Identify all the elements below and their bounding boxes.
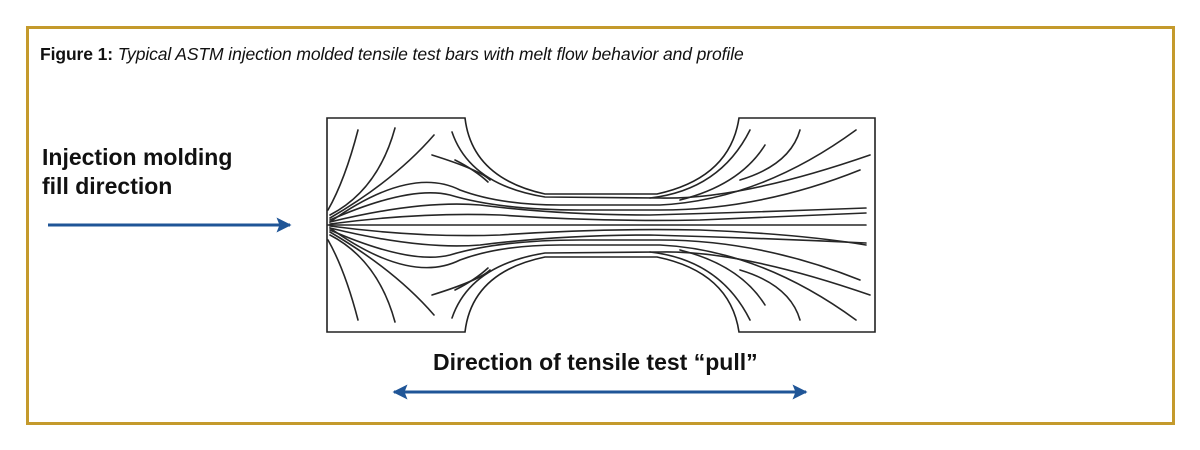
flow-line <box>327 129 359 211</box>
flow-line <box>679 249 766 306</box>
flow-line <box>329 229 861 281</box>
fill-direction-line1: Injection molding <box>42 144 233 170</box>
pull-direction-label: Direction of tensile test “pull” <box>433 349 758 375</box>
flow-line <box>329 134 435 219</box>
flow-line <box>454 267 489 291</box>
melt-flow-lines <box>327 127 871 323</box>
flow-line <box>327 239 359 321</box>
figure-caption: Figure 1: Typical ASTM injection molded … <box>40 44 744 65</box>
flow-line <box>329 203 867 223</box>
flow-line <box>329 227 857 321</box>
flow-line <box>451 251 871 319</box>
flow-line <box>329 129 857 223</box>
flow-line <box>454 159 489 183</box>
fill-direction-line2: fill direction <box>42 173 173 199</box>
flow-line <box>649 129 751 199</box>
flow-line <box>329 231 435 316</box>
flow-line <box>329 227 867 247</box>
flow-line <box>329 169 861 221</box>
flow-line <box>329 127 396 216</box>
fill-direction-label: Injection molding fill direction <box>42 143 232 201</box>
flow-line <box>329 234 396 323</box>
tensile-bar-outline <box>326 117 876 333</box>
flow-line <box>329 225 867 246</box>
flow-line <box>739 269 801 321</box>
flow-line <box>451 131 871 199</box>
figure-label: Figure 1: <box>40 44 113 64</box>
flow-line <box>329 212 867 225</box>
flow-line <box>739 129 801 181</box>
flow-line <box>649 251 751 321</box>
flow-line <box>679 144 766 201</box>
figure-caption-text: Typical ASTM injection molded tensile te… <box>117 44 744 64</box>
